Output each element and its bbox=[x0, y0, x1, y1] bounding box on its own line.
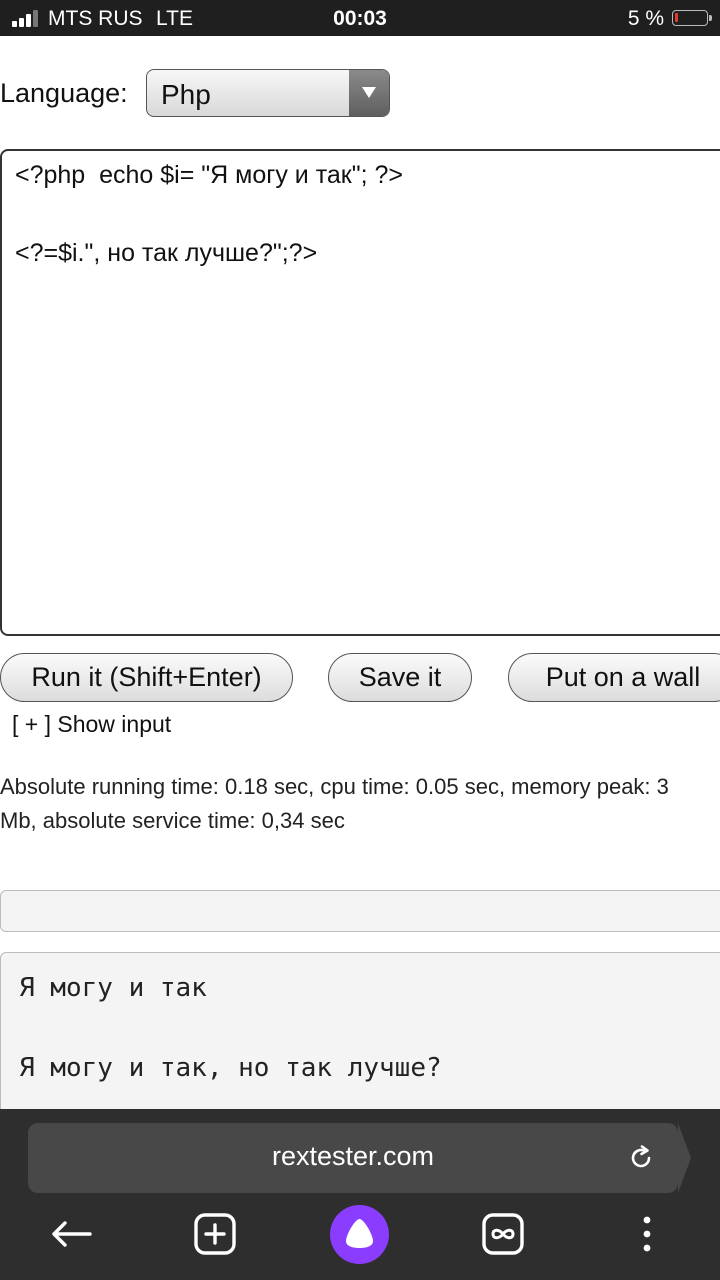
signal-strength-icon bbox=[12, 9, 42, 27]
tabs-icon[interactable] bbox=[475, 1206, 531, 1262]
language-selected-value: Php bbox=[161, 79, 211, 110]
put-on-wall-button[interactable]: Put on a wall bbox=[508, 653, 720, 702]
save-button[interactable]: Save it bbox=[328, 653, 472, 702]
output-line: Я могу и так, но так лучше? bbox=[19, 1053, 442, 1083]
clock: 00:03 bbox=[333, 7, 387, 30]
stats-line: Mb, absolute service time: 0,34 sec bbox=[0, 808, 345, 833]
battery-percent: 5 % bbox=[627, 7, 664, 30]
url-text: rextester.com bbox=[271, 1141, 435, 1171]
dropdown-arrow-icon[interactable] bbox=[349, 70, 389, 116]
warnings-box bbox=[0, 890, 720, 932]
back-arrow-icon[interactable] bbox=[44, 1206, 100, 1262]
code-line: <?=$i.", но так лучше?";?> bbox=[15, 239, 318, 267]
output-box: Я могу и так Я могу и так, но так лучше? bbox=[0, 952, 720, 1122]
language-label: Language: bbox=[0, 78, 128, 108]
run-button[interactable]: Run it (Shift+Enter) bbox=[0, 653, 293, 702]
run-statistics: Absolute running time: 0.18 sec, cpu tim… bbox=[0, 770, 720, 838]
battery-icon bbox=[672, 10, 712, 26]
carrier-name: MTS RUS bbox=[48, 7, 143, 30]
network-type: LTE bbox=[156, 7, 193, 30]
reload-icon[interactable] bbox=[626, 1143, 656, 1173]
new-tab-icon[interactable] bbox=[187, 1206, 243, 1262]
show-input-toggle[interactable]: [ + ] Show input bbox=[12, 711, 172, 737]
address-bar[interactable]: rextester.com bbox=[28, 1123, 691, 1193]
alice-assistant-icon[interactable] bbox=[330, 1205, 389, 1264]
language-select[interactable]: Php bbox=[146, 69, 390, 117]
code-editor[interactable]: <?php echo $i= "Я могу и так"; ?> <?=$i.… bbox=[0, 149, 720, 636]
output-line: Я могу и так bbox=[19, 973, 207, 1003]
stats-line: Absolute running time: 0.18 sec, cpu tim… bbox=[0, 774, 669, 799]
code-line: <?php echo $i= "Я могу и так"; ?> bbox=[15, 161, 403, 189]
more-icon[interactable] bbox=[619, 1206, 675, 1262]
status-bar: MTS RUS LTE 00:03 5 % bbox=[0, 0, 720, 36]
